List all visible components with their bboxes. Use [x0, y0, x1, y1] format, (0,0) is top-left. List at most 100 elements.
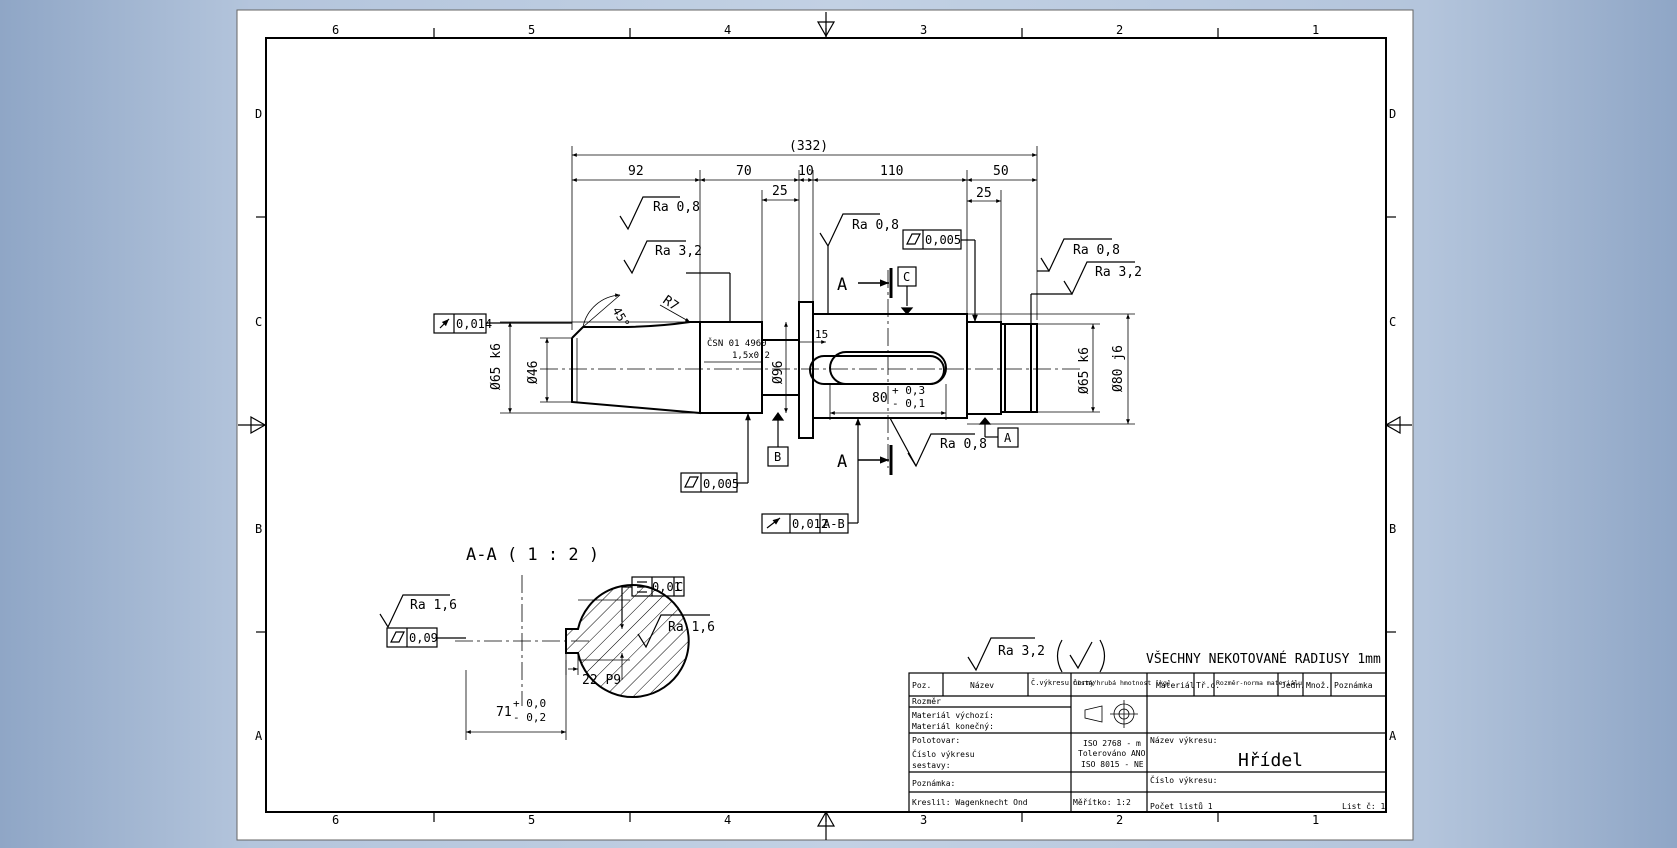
zone-ticks	[256, 28, 1396, 822]
section-key-width: 22 P9	[582, 673, 621, 688]
row-right-D: D	[1389, 107, 1396, 121]
tb-nazev-label: Název výkresu:	[1150, 736, 1217, 745]
tb-cislo-sestavy-2: sestavy:	[912, 761, 951, 770]
roughness-r7: Ra 1,6	[410, 598, 457, 613]
tb-cislo-vykresu: Číslo výkresu:	[1150, 774, 1217, 785]
tb-iso2: Tolerováno ANO	[1078, 749, 1146, 758]
zone-top-2: 2	[1116, 23, 1123, 37]
tb-head-nazev: Název	[970, 681, 994, 690]
dim-slot-len: 80	[872, 391, 888, 406]
roughness-r3: Ra 0,8	[852, 218, 899, 233]
dim-110: 110	[880, 164, 903, 179]
tb-iso1: ISO 2768 - m	[1083, 739, 1141, 748]
tb-head-jedn: Jedn.	[1281, 681, 1305, 690]
dim-92: 92	[628, 164, 644, 179]
title-block	[908, 672, 1387, 813]
general-roughness-bracket	[1056, 639, 1106, 673]
dim-slot-tol-lo: - 0,1	[892, 397, 925, 410]
tb-polotovar: Polotovar:	[912, 736, 960, 745]
dim-csn-2: 1,5x0,2	[732, 351, 770, 361]
section-arrows	[858, 268, 893, 475]
section-view	[455, 575, 690, 706]
tb-head-material: Materiál	[1156, 681, 1195, 690]
general-note: VŠECHNY NEKOTOVANÉ RADIUSY 1mm	[1146, 651, 1381, 667]
datum-markers	[767, 266, 1019, 467]
tol-cyl-top: 0,005	[925, 233, 961, 247]
tol-total-runout: 0,012	[792, 517, 828, 531]
centering-marks	[238, 12, 1412, 840]
dim-dia96: Ø96	[771, 361, 786, 384]
dim-radius: R7	[660, 293, 681, 314]
datum-b: B	[774, 450, 781, 464]
shaft-thread-lines	[576, 338, 945, 402]
tol-section-cyl: 0,09	[409, 631, 438, 645]
dimension-lines	[500, 146, 1135, 425]
tb-nazev-vykresu: Hřídel	[1238, 750, 1303, 771]
dim-50: 50	[993, 164, 1009, 179]
datum-c: C	[903, 270, 910, 284]
zone-top-6: 6	[332, 23, 339, 37]
dim-70: 70	[736, 164, 752, 179]
tol-cyl-bottom: 0,005	[703, 477, 739, 491]
tb-head-tro: Tř.o.	[1196, 681, 1220, 690]
tb-head-poznamka: Poznámka	[1334, 681, 1373, 690]
tb-meritko: Měřítko: 1:2	[1073, 798, 1131, 807]
tb-head-rozmer: Rozměr-norma materiálu	[1216, 679, 1302, 687]
dim-10: 10	[798, 164, 814, 179]
dim-dia65a: Ø65 k6	[489, 343, 504, 390]
roughness-r4: Ra 0,8	[1073, 243, 1120, 258]
zone-bottom-4: 4	[724, 813, 731, 827]
row-left-A: A	[255, 729, 263, 743]
section-dimensions	[465, 599, 630, 740]
dim-15: 15	[815, 328, 828, 341]
section-title: A-A ( 1 : 2 )	[466, 545, 599, 565]
dim-dia46: Ø46	[526, 361, 541, 384]
tb-pocet-listu: Počet listů 1	[1150, 801, 1213, 811]
tb-mat-vychozi: Materiál výchozí:	[912, 711, 994, 720]
row-right-A: A	[1389, 729, 1397, 743]
tb-head-mnoz: Množ.	[1306, 681, 1330, 690]
dim-25a: 25	[772, 184, 788, 199]
paper	[236, 9, 1414, 841]
section-mark-bottom: A	[837, 452, 847, 472]
roughness-r5: Ra 3,2	[1095, 265, 1142, 280]
datum-a: A	[1004, 431, 1012, 445]
zone-top-4: 4	[724, 23, 731, 37]
roughness-r1: Ra 0,8	[653, 200, 700, 215]
tol-runout-left: 0,014	[456, 317, 492, 331]
dim-dia65b: Ø65 k6	[1077, 347, 1092, 394]
tb-cislo-sestavy-1: Číslo výkresu	[912, 748, 975, 759]
tb-iso3: ISO 8015 - NE	[1081, 760, 1144, 769]
keyway-slot	[829, 351, 947, 385]
tb-poznamka: Poznámka:	[912, 779, 955, 788]
tol-symmetry: 0,01	[652, 580, 681, 594]
dim-overall: (332)	[789, 139, 828, 154]
dim-slot-tol-up: + 0,3	[892, 384, 925, 397]
tol-symmetry-ref: C	[676, 580, 683, 594]
row-left-B: B	[255, 522, 262, 536]
tb-head-cvykresu: Č.výkresu normy	[1031, 678, 1094, 687]
section-depth-tol-lo: - 0,2	[513, 711, 546, 724]
tb-head-poz: Poz.	[912, 681, 931, 690]
section-depth: 71	[496, 705, 512, 720]
row-right-C: C	[1389, 315, 1396, 329]
tb-head-hmotnost: Čistá/hrubá hmotnost [kg]	[1073, 678, 1171, 687]
zone-bottom-6: 6	[332, 813, 339, 827]
zone-top-5: 5	[528, 23, 535, 37]
roughness-general: Ra 3,2	[998, 644, 1045, 659]
dim-25b: 25	[976, 186, 992, 201]
zone-top-1: 1	[1312, 23, 1319, 37]
zone-bottom-2: 2	[1116, 813, 1123, 827]
tol-total-runout-ref: A-B	[823, 517, 845, 531]
dim-csn-1: ČSN 01 4960	[707, 337, 767, 349]
row-right-B: B	[1389, 522, 1396, 536]
row-left-C: C	[255, 315, 262, 329]
zone-top-3: 3	[920, 23, 927, 37]
zone-bottom-3: 3	[920, 813, 927, 827]
tb-rozmer: Rozměr	[912, 697, 941, 706]
roughness-r6: Ra 0,8	[940, 437, 987, 452]
dim-dia80: Ø80 j6	[1111, 345, 1126, 392]
row-left-D: D	[255, 107, 262, 121]
section-depth-tol-up: + 0,0	[513, 697, 546, 710]
